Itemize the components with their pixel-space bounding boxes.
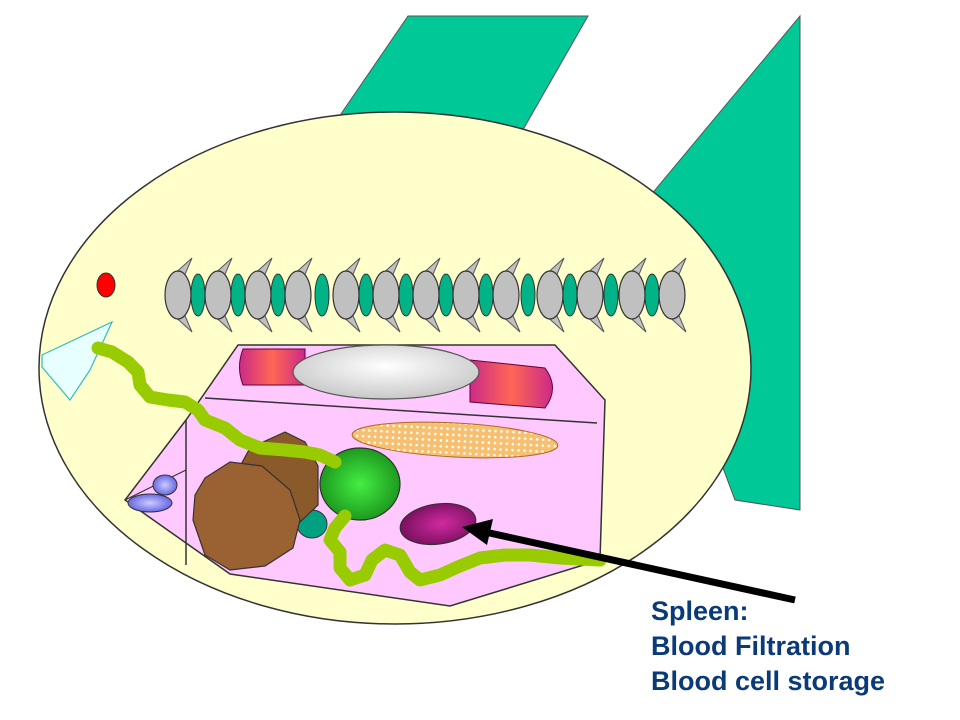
intervertebral-disc: [314, 273, 330, 317]
swim-bladder: [292, 344, 480, 400]
vertebra: [452, 270, 480, 320]
spine: [164, 257, 687, 333]
vertebra: [164, 270, 192, 320]
intervertebral-disc: [438, 273, 454, 317]
pointer-arrowhead: [462, 519, 493, 545]
vertebra: [576, 270, 604, 320]
vertebra: [412, 270, 440, 320]
intestine: [91, 341, 607, 587]
intervertebral-disc: [520, 273, 536, 317]
heart-lower: [127, 493, 173, 513]
intervertebral-disc: [230, 273, 246, 317]
vertebra: [658, 270, 686, 320]
intervertebral-disc: [190, 273, 206, 317]
kidney-rear: [469, 359, 553, 409]
vertebra: [536, 270, 564, 320]
vertebra: [372, 270, 400, 320]
intervertebral-disc: [358, 273, 374, 317]
vertebra: [284, 270, 312, 320]
vertebra: [332, 270, 360, 320]
intervertebral-disc: [270, 273, 286, 317]
intervertebral-disc: [478, 273, 494, 317]
vertebra: [618, 270, 646, 320]
kidney-front: [239, 348, 306, 386]
mouth: [41, 320, 114, 401]
vertebra: [244, 270, 272, 320]
intervertebral-disc: [644, 273, 660, 317]
annotation-title: Spleen:: [651, 596, 749, 626]
heart-upper: [152, 474, 178, 496]
annotation-caption: Spleen: Blood Filtration Blood cell stor…: [651, 594, 885, 699]
cavity-divider-horizontal: [204, 397, 598, 424]
gonad: [351, 421, 559, 459]
spleen: [399, 502, 477, 546]
eye: [96, 272, 116, 298]
intervertebral-disc: [398, 273, 414, 317]
annotation-line-1: Blood Filtration: [651, 631, 851, 662]
intervertebral-disc: [603, 273, 619, 317]
pointer-line: [484, 528, 796, 604]
intervertebral-disc: [562, 273, 578, 317]
vertebra: [492, 270, 520, 320]
liver-front-lobe: [192, 461, 301, 571]
vertebra: [204, 270, 232, 320]
annotation-line-2: Blood cell storage: [651, 666, 886, 697]
